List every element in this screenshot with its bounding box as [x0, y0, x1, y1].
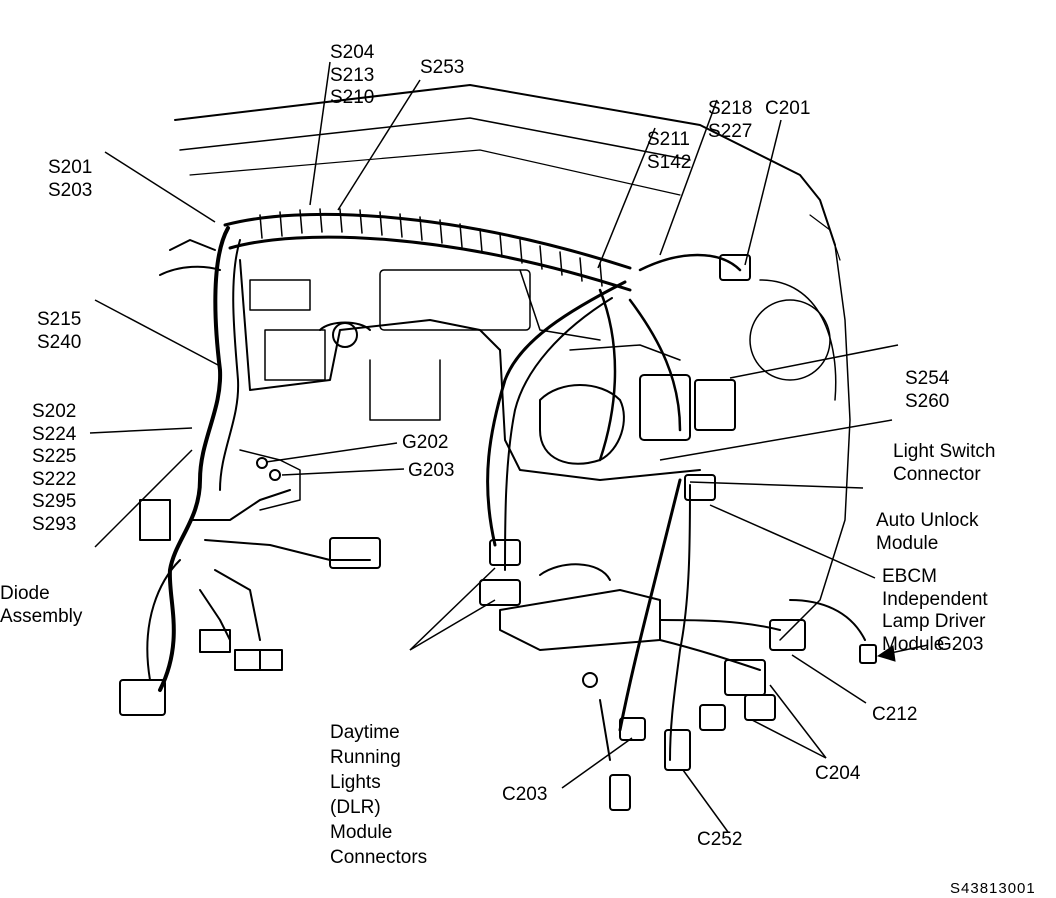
image-code: S43813001 — [950, 880, 1036, 897]
label-c201: C201 — [765, 98, 811, 119]
g203-arrow — [876, 644, 929, 662]
label-c252: C252 — [697, 829, 743, 850]
label-g202: G202 — [402, 432, 449, 453]
label-c212: C212 — [872, 704, 918, 725]
label-g203-upper: G203 — [408, 460, 455, 481]
label-g203-right: G203 — [937, 634, 984, 655]
label-s253: S253 — [420, 57, 465, 78]
leader-lines — [89, 61, 899, 833]
label-c204: C204 — [815, 763, 861, 784]
label-c203: C203 — [502, 784, 548, 805]
